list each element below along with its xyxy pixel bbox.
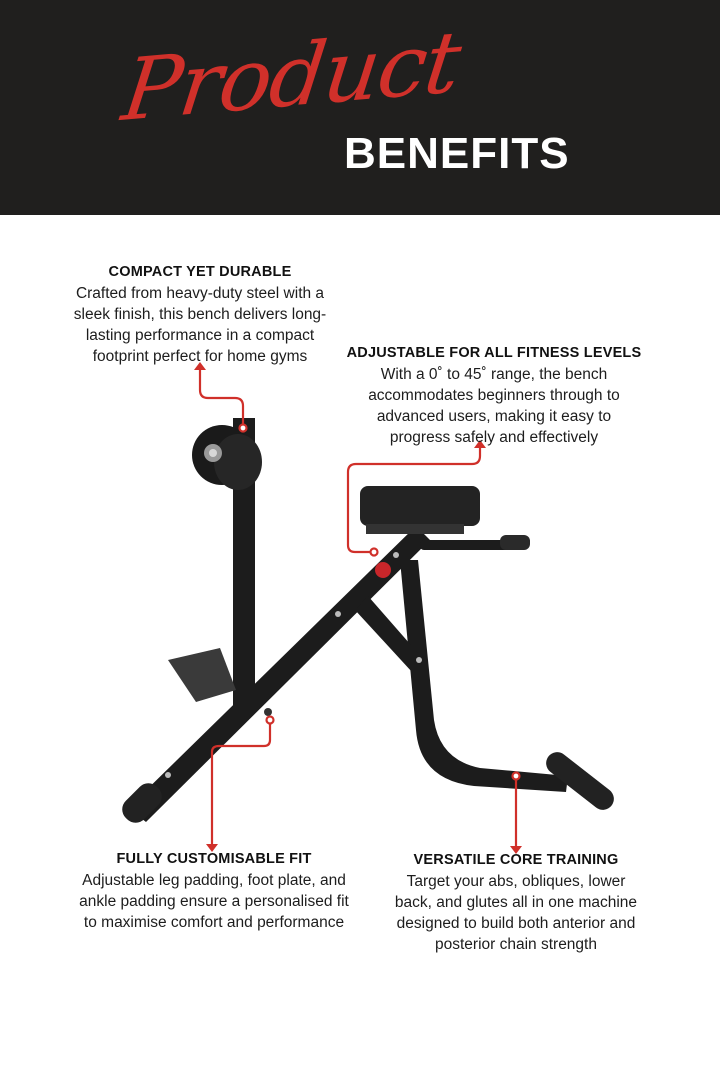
callout-lines bbox=[198, 368, 518, 848]
benefit-adjustable: ADJUSTABLE FOR ALL FITNESS LEVELS With a… bbox=[330, 343, 658, 448]
callout-line-adjustable bbox=[346, 446, 482, 554]
callout-dot-customisable bbox=[265, 715, 275, 725]
benefit-core-training: VERSATILE CORE TRAINING Target your abs,… bbox=[380, 850, 652, 955]
bench-frame bbox=[122, 418, 614, 823]
callout-dot-versatile bbox=[511, 771, 521, 781]
benefit-title: COMPACT YET DURABLE bbox=[108, 264, 292, 280]
benefit-title: FULLY CUSTOMISABLE FIT bbox=[116, 851, 312, 867]
arrow-up-icon bbox=[474, 440, 486, 448]
benefit-title: VERSATILE CORE TRAINING bbox=[413, 852, 619, 868]
callout-line-compact bbox=[198, 368, 245, 428]
callout-line-customisable bbox=[210, 720, 272, 846]
title-benefits: BENEFITS bbox=[344, 129, 570, 178]
arrow-down-icon bbox=[510, 846, 522, 854]
benefit-description: Adjustable leg padding, foot plate, and … bbox=[79, 872, 349, 931]
arrow-down-icon bbox=[206, 844, 218, 852]
benefit-compact-durable: COMPACT YET DURABLE Crafted from heavy-d… bbox=[50, 262, 350, 367]
benefit-description: Crafted from heavy-duty steel with a sle… bbox=[73, 285, 327, 365]
header-banner: Product BENEFITS bbox=[0, 0, 720, 215]
benefit-description: With a 0˚ to 45˚ range, the bench accomm… bbox=[368, 366, 620, 446]
benefit-customisable-fit: FULLY CUSTOMISABLE FIT Adjustable leg pa… bbox=[60, 849, 368, 933]
callout-dot-adjustable bbox=[369, 547, 379, 557]
arrow-up-icon bbox=[194, 362, 206, 370]
callout-dot-compact bbox=[238, 423, 248, 433]
benefit-description: Target your abs, obliques, lower back, a… bbox=[394, 873, 638, 953]
benefit-title: ADJUSTABLE FOR ALL FITNESS LEVELS bbox=[346, 345, 642, 361]
